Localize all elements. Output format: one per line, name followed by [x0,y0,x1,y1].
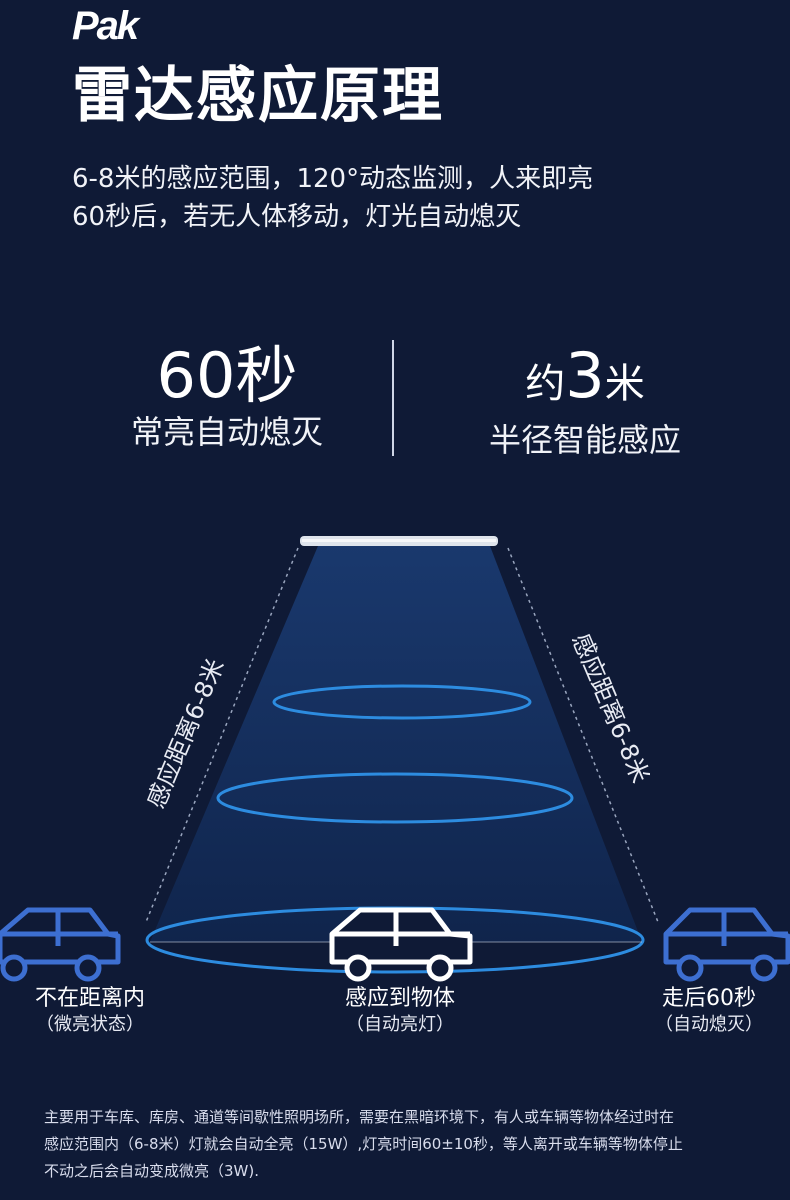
right-range-text: 感应距离6-8米 [566,629,654,786]
stats-divider [392,340,394,456]
car-left-area-icon [663,907,790,982]
stat-duration-label: 常亮自动熄灭 [130,413,323,451]
car-out-of-range-icon [0,907,121,982]
stat-radius-prefix: 约 [525,361,566,407]
stat-radius: 约3米 半径智能感应 [450,340,720,460]
footnote-line-2: 感应范围内（6-8米）灯就会自动全亮（15W）,灯亮时间60±10秒，等人离开或… [44,1135,683,1153]
intro-text: 6-8米的感应范围，120°动态监测，人来即亮 60秒后，若无人体移动，灯光自动… [72,160,712,236]
footnote-line-3: 不动之后会自动变成微亮（3W). [44,1162,259,1180]
car-detected-icon [329,907,473,982]
car-label-out-of-range-main: 不在距离内 [34,986,145,1011]
car-label-left-area: 走后60秒 （自动熄灭） [620,985,790,1037]
stat-duration: 60秒 常亮自动熄灭 [92,340,362,452]
car-label-detected: 感应到物体 （自动亮灯） [300,985,500,1037]
stat-radius-label: 半径智能感应 [488,421,681,459]
radar-diagram: 感应距离6-8米 感应距离6-8米 [0,536,790,982]
car-label-left-area-sub: （自动熄灭） [655,1014,763,1035]
car-label-left-area-main: 走后60秒 [662,986,756,1011]
car-label-detected-main: 感应到物体 [344,986,455,1011]
left-range-line [145,547,299,923]
car-label-detected-sub: （自动亮灯） [346,1014,454,1035]
page-title: 雷达感应原理 [72,61,444,131]
stat-radius-value: 约3米 [450,340,720,420]
intro-line-1: 6-8米的感应范围，120°动态监测，人来即亮 [72,164,594,194]
sensor-beam [150,546,642,942]
stat-radius-suffix: 米 [604,361,645,407]
stat-radius-number: 3 [565,339,605,412]
sensing-ring-1 [272,684,532,720]
brand-logo: Pak [72,4,139,48]
sensing-ring-2 [216,772,574,824]
stat-duration-value: 60秒 [156,339,298,412]
car-label-out-of-range-sub: （微亮状态） [36,1014,144,1035]
intro-line-2: 60秒后，若无人体移动，灯光自动熄灭 [72,202,522,232]
footnote-line-1: 主要用于车库、库房、通道等间歇性照明场所，需要在黑暗环境下，有人或车辆等物体经过… [44,1108,675,1126]
car-label-out-of-range: 不在距离内 （微亮状态） [0,985,180,1037]
footnote: 主要用于车库、库房、通道等间歇性照明场所，需要在黑暗环境下，有人或车辆等物体经过… [44,1104,764,1185]
